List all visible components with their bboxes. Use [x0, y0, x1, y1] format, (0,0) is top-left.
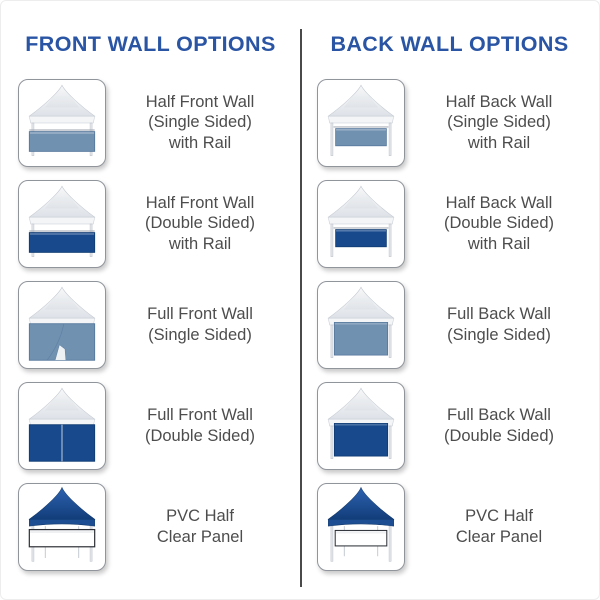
option-label-front-wall-4: Full Front Wall(Double Sided)	[106, 405, 300, 446]
front-wall-options-title: FRONT WALL OPTIONS	[25, 32, 276, 56]
option-row-back-wall-3: Full Back Wall(Single Sided)	[300, 274, 599, 375]
option-label-back-wall-3: Full Back Wall(Single Sided)	[405, 304, 599, 345]
option-label-line: Full Front Wall	[147, 305, 253, 324]
option-label-line: Half Front Wall	[145, 92, 255, 111]
tent-full-back-wall-double-icon	[317, 381, 405, 470]
column-divider	[300, 29, 302, 587]
tent-half-back-wall-double-icon	[317, 179, 405, 268]
option-label-back-wall-2: Half Back Wall (Double Sided)with Rail	[405, 193, 599, 254]
option-label-line: Full Front Wall	[147, 406, 253, 425]
tent-full-front-wall-single-icon	[18, 280, 106, 369]
option-label-line: with Rail	[467, 133, 531, 152]
back-wall-options-column: BACK WALL OPTIONS Half Back Wall (Single …	[300, 1, 599, 599]
option-label-line: Full Back Wall	[447, 305, 551, 324]
back-wall-options-title: BACK WALL OPTIONS	[330, 32, 569, 56]
option-label-back-wall-1: Half Back Wall (Single Sided)with Rail	[405, 92, 599, 153]
tent-pvc-half-clear-panel-front-icon	[18, 482, 106, 571]
option-row-back-wall-2: Half Back Wall (Double Sided)with Rail	[300, 173, 599, 274]
option-label-line: Half Front Wall	[145, 193, 255, 212]
tent-half-back-wall-single-icon	[317, 78, 405, 167]
option-label-back-wall-4: Full Back Wall(Double Sided)	[405, 405, 599, 446]
option-label-line: (Single Sided)	[148, 113, 252, 132]
option-row-front-wall-1: Half Front Wall (Single Sided)with Rail	[1, 72, 300, 173]
option-label-line: Half Back Wall	[445, 92, 553, 111]
option-label-line: (Single Sided)	[148, 325, 252, 344]
option-label-front-wall-1: Half Front Wall (Single Sided)with Rail	[106, 92, 300, 153]
option-label-line: (Double Sided)	[144, 426, 256, 445]
tent-half-front-wall-double-icon	[18, 179, 106, 268]
tent-pvc-half-clear-panel-back-icon	[317, 482, 405, 571]
option-label-line: Clear Panel	[156, 527, 244, 546]
front-wall-options-rows: Half Front Wall(Single Sided)with Rail H…	[1, 72, 300, 577]
tent-full-back-wall-single-icon	[317, 280, 405, 369]
tent-full-front-wall-double-icon	[18, 381, 106, 470]
option-label-line: with Rail	[168, 133, 232, 152]
option-label-front-wall-2: Half Front Wall (Double Sided)with Rail	[106, 193, 300, 254]
back-wall-options-rows: Half Back Wall(Single Sided)with Rail Ha…	[300, 72, 599, 577]
option-label-line: with Rail	[168, 234, 232, 253]
option-row-front-wall-3: Full Front Wall(Single Sided)	[1, 274, 300, 375]
option-label-line: (Double Sided)	[443, 214, 555, 233]
option-label-line: PVC Half	[465, 507, 533, 526]
option-row-back-wall-4: Full Back Wall(Double Sided)	[300, 375, 599, 476]
option-label-line: Clear Panel	[455, 527, 543, 546]
option-label-front-wall-3: Full Front Wall(Single Sided)	[106, 304, 300, 345]
option-row-back-wall-1: Half Back Wall (Single Sided)with Rail	[300, 72, 599, 173]
option-label-line: (Double Sided)	[144, 214, 256, 233]
option-label-line: Full Back Wall	[447, 406, 551, 425]
option-label-line: PVC Half	[166, 507, 234, 526]
option-label-line: Half Back Wall	[445, 193, 553, 212]
option-row-front-wall-4: Full Front Wall(Double Sided)	[1, 375, 300, 476]
option-row-front-wall-2: Half Front Wall (Double Sided)with Rail	[1, 173, 300, 274]
tent-half-front-wall-single-icon	[18, 78, 106, 167]
option-label-line: with Rail	[467, 234, 531, 253]
option-label-line: (Double Sided)	[443, 426, 555, 445]
option-label-line: (Single Sided)	[447, 325, 551, 344]
front-wall-options-column: FRONT WALL OPTIONS Half Front Wall (Singl…	[1, 1, 300, 599]
option-label-line: (Single Sided)	[447, 113, 551, 132]
